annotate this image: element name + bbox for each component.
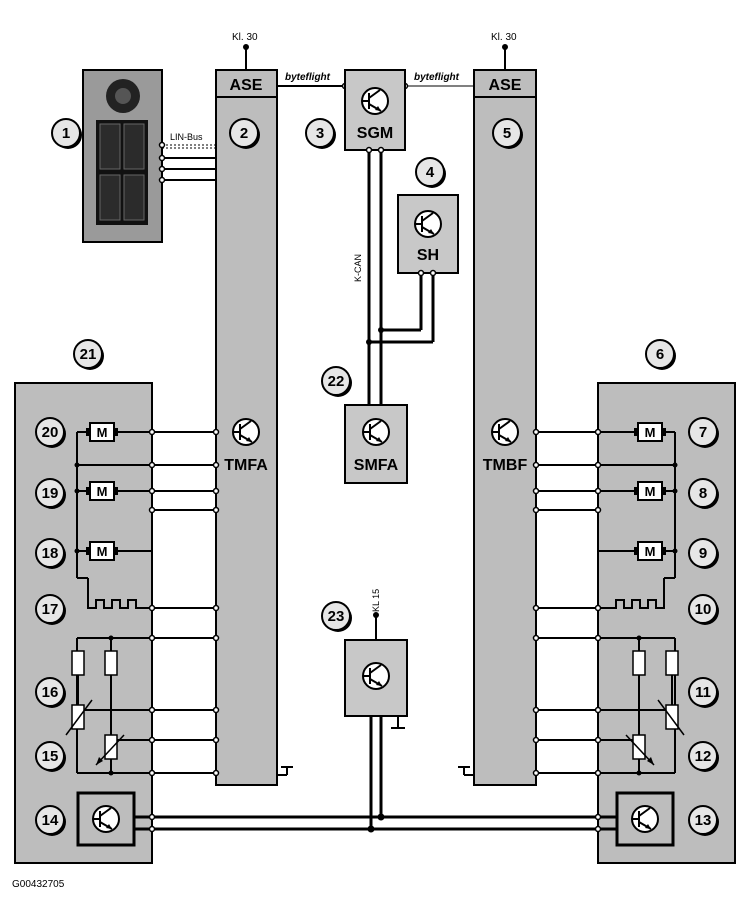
- callout-4-label: 4: [426, 164, 435, 181]
- kl15-label: KL 15: [371, 589, 381, 612]
- callout-3-label: 3: [316, 125, 324, 142]
- callout-11-label: 11: [695, 684, 711, 701]
- lin-bus-label: LIN-Bus: [170, 132, 203, 142]
- callout-1: 1: [51, 118, 82, 149]
- callout-14-label: 14: [42, 812, 59, 829]
- callout-17: 17: [35, 594, 66, 625]
- smfa-label: SMFA: [354, 457, 399, 474]
- sh-module: [397, 194, 459, 274]
- callout-5-label: 5: [503, 125, 511, 142]
- byteflight-left-label: byteflight: [285, 72, 331, 83]
- callout-8: 8: [688, 478, 719, 509]
- switch-block-1: [82, 69, 163, 243]
- figure-id: G00432705: [12, 879, 65, 890]
- callout-12: 12: [688, 741, 719, 772]
- callout-9: 9: [688, 538, 719, 569]
- motor-18-symbol: M: [97, 544, 108, 559]
- callout-15: 15: [35, 741, 66, 772]
- kl30-left-label: Kl. 30: [232, 32, 258, 43]
- callout-10-label: 10: [695, 601, 712, 618]
- motor-20-symbol: M: [97, 425, 108, 440]
- callout-22-label: 22: [328, 373, 345, 390]
- kl30-right-label: Kl. 30: [491, 32, 517, 43]
- door-bus: [134, 813, 617, 833]
- callout-3: 3: [305, 118, 336, 149]
- smfa-module: [344, 404, 408, 484]
- callout-6: 6: [645, 339, 676, 370]
- callout-22: 22: [321, 366, 352, 397]
- callout-21-label: 21: [80, 346, 97, 363]
- callout-18: 18: [35, 538, 66, 569]
- k-can-label: K-CAN: [353, 254, 363, 282]
- callout-2: 2: [229, 118, 260, 149]
- callout-16-label: 16: [42, 684, 59, 701]
- callout-9-label: 9: [699, 545, 707, 562]
- callout-21: 21: [73, 339, 104, 370]
- callout-12-label: 12: [695, 748, 712, 765]
- callout-16: 16: [35, 677, 66, 708]
- ase-left-label: ASE: [230, 77, 263, 94]
- tmfa-label: TMFA: [224, 457, 268, 474]
- callout-7-label: 7: [699, 424, 707, 441]
- motor-8-symbol: M: [645, 484, 656, 499]
- sgm-label: SGM: [357, 125, 393, 142]
- motor-9-symbol: M: [645, 544, 656, 559]
- callout-8-label: 8: [699, 485, 707, 502]
- sh-label: SH: [417, 247, 439, 264]
- callout-17-label: 17: [42, 601, 59, 618]
- callout-13-label: 13: [695, 812, 712, 829]
- module-23: [344, 639, 408, 717]
- door-module-right: [597, 382, 736, 864]
- callout-6-label: 6: [656, 346, 664, 363]
- motor-7-symbol: M: [645, 425, 656, 440]
- callout-18-label: 18: [42, 545, 59, 562]
- door-trans-right: [615, 791, 675, 847]
- callout-20-label: 20: [42, 424, 59, 441]
- callout-23-label: 23: [328, 608, 345, 625]
- callout-2-label: 2: [240, 125, 248, 142]
- k-can-bus: [365, 146, 437, 405]
- callout-11: 11: [688, 677, 719, 708]
- tmbf-label: TMBF: [483, 457, 528, 474]
- byteflight-right-label: byteflight: [414, 72, 460, 83]
- door-trans-left: [76, 791, 136, 847]
- motor-19-symbol: M: [97, 484, 108, 499]
- door-module-left: [14, 382, 153, 864]
- callout-20: 20: [35, 417, 66, 448]
- callout-1-label: 1: [62, 125, 70, 142]
- callout-13: 13: [688, 805, 719, 836]
- callout-23: 23: [321, 601, 352, 632]
- callout-5: 5: [492, 118, 523, 149]
- callout-7: 7: [688, 417, 719, 448]
- ase-right-label: ASE: [489, 77, 522, 94]
- callout-10: 10: [688, 594, 719, 625]
- callout-15-label: 15: [42, 748, 59, 765]
- callout-19-label: 19: [42, 485, 59, 502]
- callout-19: 19: [35, 478, 66, 509]
- sgm-module: [344, 69, 406, 151]
- callout-14: 14: [35, 805, 66, 836]
- callout-4: 4: [415, 157, 446, 188]
